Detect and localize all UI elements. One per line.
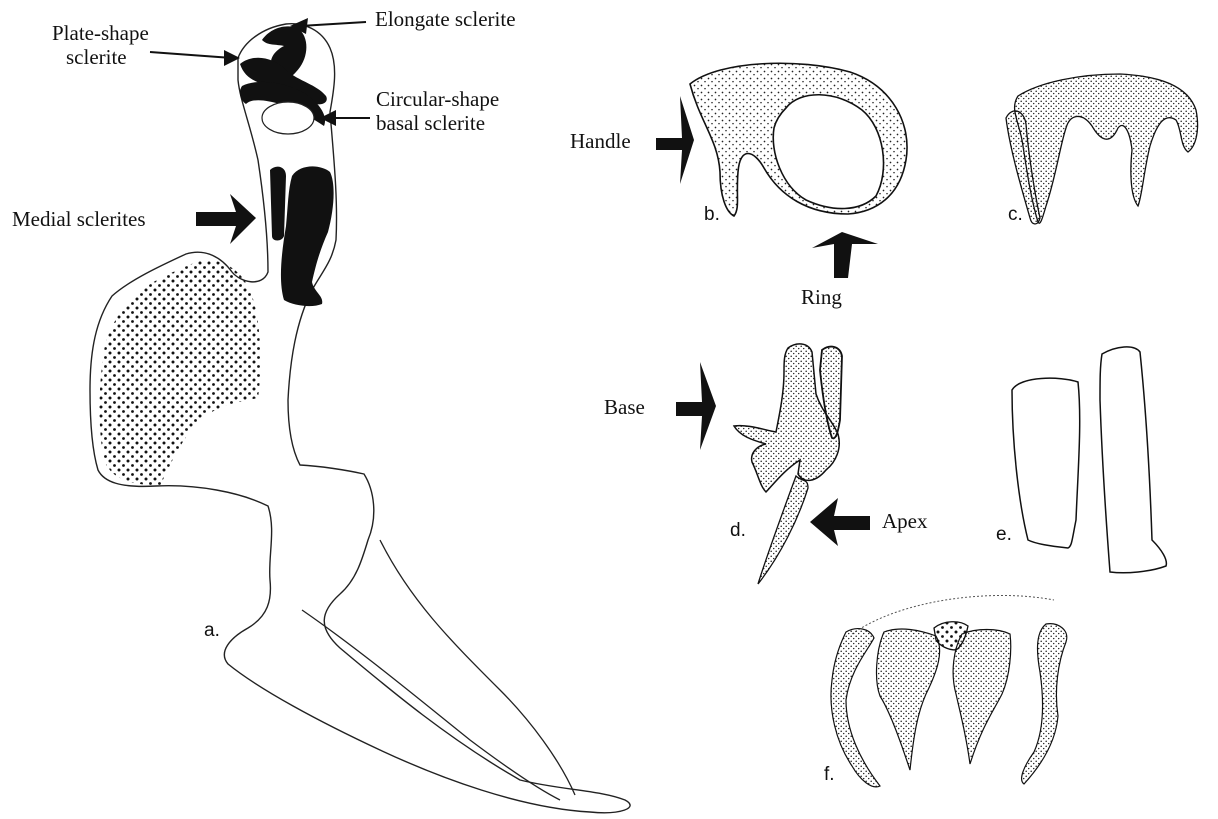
panel-f-drawing <box>831 595 1067 786</box>
panel-e-plate-right <box>1100 347 1166 573</box>
ring-arrow <box>812 232 878 278</box>
panel-label-e: e. <box>996 524 1012 546</box>
label-circular-basal-sclerite: Circular-shape basal sclerite <box>376 88 499 135</box>
label-plate-line-1: Plate-shape <box>52 22 149 46</box>
panel-label-d: d. <box>730 520 746 542</box>
handle-arrow <box>656 96 694 184</box>
label-plate-shape-sclerite: Plate-shape sclerite <box>52 22 149 69</box>
medial-arrow <box>196 194 256 244</box>
base-arrow <box>676 362 716 450</box>
panel-f-left-plate <box>877 629 940 770</box>
panel-e-plate-left <box>1012 378 1080 548</box>
panel-f-right-hook <box>1022 624 1067 784</box>
basal-ring <box>262 102 314 134</box>
stippled-lobe <box>100 260 261 486</box>
plate-arrow <box>150 52 232 58</box>
panel-label-a: a. <box>204 620 220 642</box>
label-ring: Ring <box>801 286 842 310</box>
panel-label-b: b. <box>704 204 720 226</box>
inner-fold-2 <box>380 540 575 795</box>
panel-a-drawing <box>90 24 630 813</box>
label-medial-sclerites: Medial sclerites <box>12 208 146 232</box>
panel-d-drawing <box>734 344 842 584</box>
label-circular-line-1: Circular-shape <box>376 88 499 112</box>
panel-c-sclerite <box>1015 74 1198 223</box>
label-circular-line-2: basal sclerite <box>376 112 499 136</box>
medial-sclerite-right <box>281 166 334 306</box>
apex-arrow <box>810 498 870 546</box>
panel-c-drawing <box>1006 74 1198 224</box>
label-base: Base <box>604 396 645 420</box>
panel-f-left-hook <box>831 629 880 787</box>
label-elongate-sclerite: Elongate sclerite <box>375 8 516 32</box>
elongate-arrow <box>300 22 366 26</box>
label-handle: Handle <box>570 130 631 154</box>
label-plate-line-2: sclerite <box>52 46 149 70</box>
panel-e-drawing <box>1012 347 1166 573</box>
medial-sclerite-left <box>270 167 286 241</box>
panel-label-f: f. <box>824 764 835 786</box>
label-apex: Apex <box>882 510 928 534</box>
panel-f-right-plate <box>953 630 1011 765</box>
panel-label-c: c. <box>1008 204 1023 226</box>
panel-b-drawing <box>690 63 907 216</box>
